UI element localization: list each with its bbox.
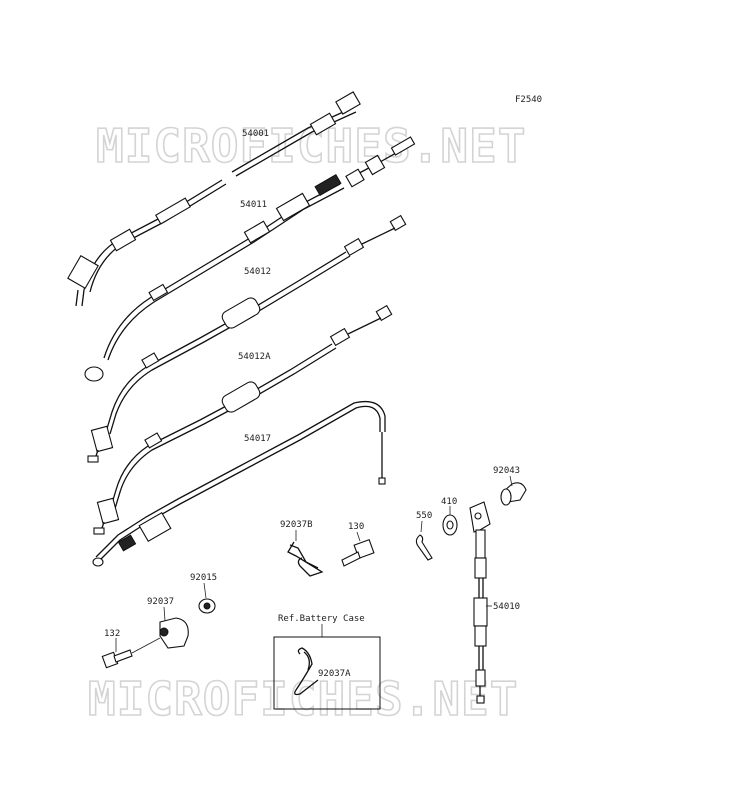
clip-92037B[interactable]: [287, 541, 324, 577]
clamp-92037[interactable]: [159, 617, 189, 649]
label-132: 132: [104, 629, 120, 639]
label-54017: 54017: [244, 434, 271, 444]
cable-54011[interactable]: [84, 136, 416, 382]
diagram-code: F2540: [515, 95, 542, 105]
label-54001: 54001: [242, 129, 269, 139]
cotter-pin-550[interactable]: [415, 534, 433, 561]
watermark-bottom: MICROFICHES.NET: [88, 672, 518, 726]
clip-92037A[interactable]: [294, 647, 319, 696]
label-92037: 92037: [147, 597, 174, 607]
label-550: 550: [416, 511, 432, 521]
washer-410[interactable]: [442, 514, 458, 536]
cable-54012a[interactable]: [93, 304, 393, 535]
cable-54017[interactable]: [92, 400, 386, 567]
label-54012: 54012: [244, 267, 271, 277]
label-92037B: 92037B: [280, 520, 313, 530]
bolt-132[interactable]: [101, 649, 133, 669]
label-54011: 54011: [240, 200, 267, 210]
label-92043: 92043: [493, 466, 520, 476]
label-54010: 54010: [493, 602, 520, 612]
ref-box-label: Ref.Battery Case: [278, 614, 365, 624]
label-130: 130: [348, 522, 364, 532]
label-54012A: 54012A: [238, 352, 271, 362]
bolt-130[interactable]: [341, 538, 375, 567]
nut-92015[interactable]: [198, 598, 216, 614]
bushing-92043[interactable]: [500, 482, 527, 506]
label-410: 410: [441, 497, 457, 507]
label-92037A: 92037A: [318, 669, 351, 679]
cable-54001[interactable]: [67, 91, 361, 307]
label-92015: 92015: [190, 573, 217, 583]
cable-54012[interactable]: [87, 214, 407, 463]
cable-54010[interactable]: [469, 501, 491, 704]
ref-box: [273, 636, 381, 710]
